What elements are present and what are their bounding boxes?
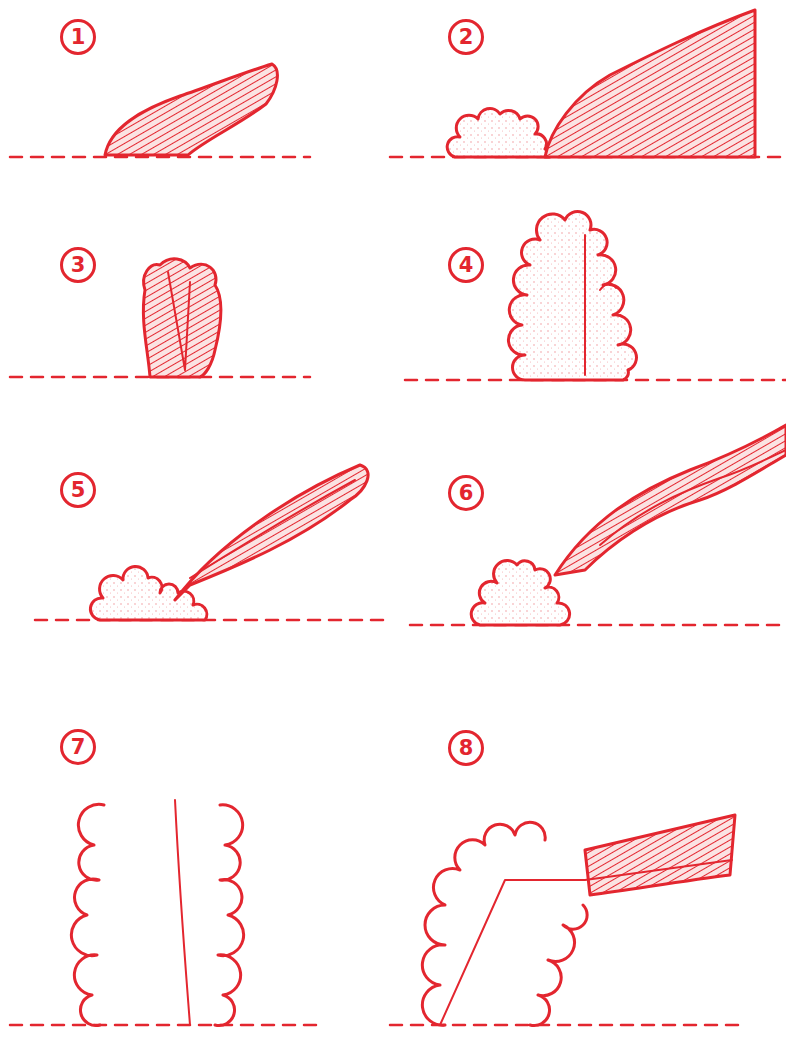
- plume-axis: [440, 860, 732, 1025]
- smoke-plume: [555, 425, 786, 575]
- plume-axis: [190, 480, 355, 578]
- cumulus-puff: [471, 561, 569, 625]
- callout-circle: 8: [448, 730, 484, 766]
- cumulus-puff: [90, 566, 206, 620]
- callout-circle: 3: [60, 247, 96, 283]
- plume-axis: [175, 800, 190, 1025]
- plume-axis: [600, 450, 786, 545]
- callout-number: 6: [459, 483, 474, 504]
- callout-circle: 5: [60, 472, 96, 508]
- callout-number: 7: [71, 737, 86, 758]
- cumulus-edge: [71, 804, 104, 1025]
- ground-line: [10, 157, 786, 1025]
- callout-number: 4: [459, 255, 474, 276]
- smoke-plume: [143, 259, 220, 377]
- callout-number: 5: [71, 480, 86, 501]
- plume-axis: [168, 272, 190, 370]
- cumulus-column: [508, 212, 636, 380]
- smoke-plume: [105, 64, 277, 155]
- cumulus-edge: [215, 805, 244, 1026]
- callout-number: 1: [71, 27, 86, 48]
- smoke-plume: [585, 815, 735, 895]
- callout-circle: 1: [60, 19, 96, 55]
- plume-axis: [585, 235, 616, 375]
- smoke-plume: [545, 10, 755, 157]
- callout-circle: 4: [448, 247, 484, 283]
- callout-number: 8: [459, 738, 474, 759]
- callout-circle: 6: [448, 475, 484, 511]
- cumulus-edge: [422, 822, 545, 1025]
- callout-number: 3: [71, 255, 86, 276]
- callout-number: 2: [459, 27, 474, 48]
- cumulus-edge: [530, 905, 587, 1026]
- callout-circle: 7: [60, 729, 96, 765]
- cumulus-puff: [447, 108, 550, 157]
- smoke-plume: [175, 465, 368, 600]
- callout-circle: 2: [448, 19, 484, 55]
